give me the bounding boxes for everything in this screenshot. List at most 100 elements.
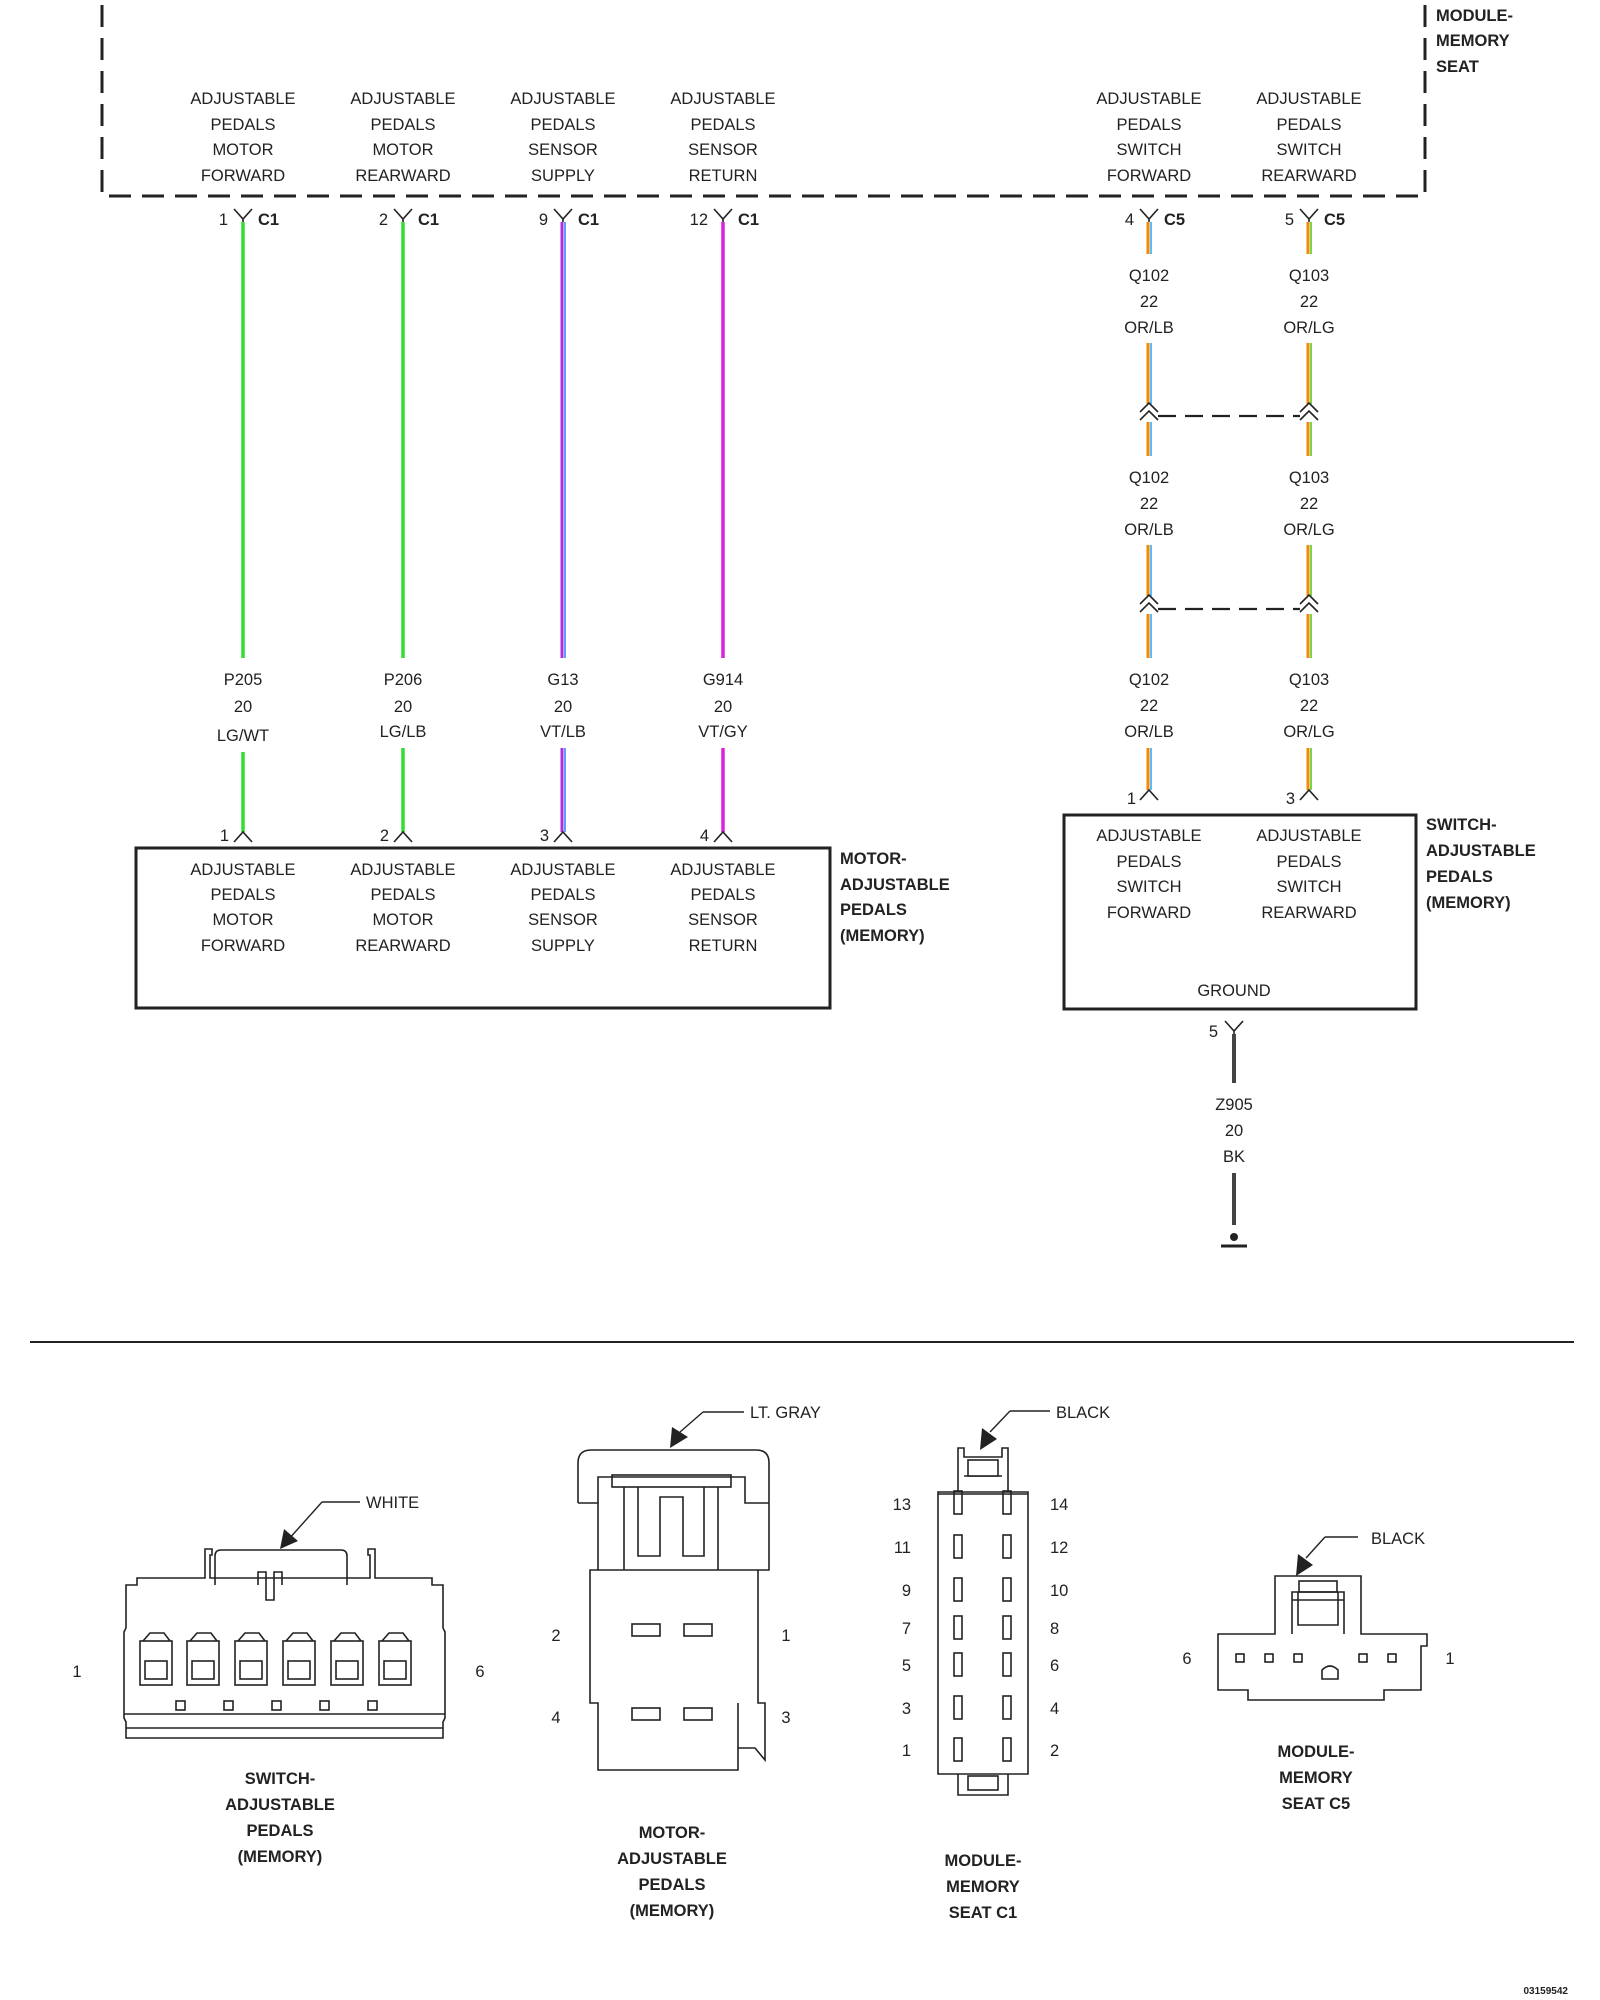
svg-text:PEDALS: PEDALS <box>1116 853 1181 871</box>
ground-icon <box>1230 1233 1238 1241</box>
svg-text:MOTOR: MOTOR <box>372 141 433 159</box>
svg-text:OR/LB: OR/LB <box>1124 319 1174 337</box>
svg-text:14: 14 <box>1050 1496 1068 1514</box>
svg-text:ADJUSTABLE: ADJUSTABLE <box>1256 827 1361 845</box>
switch-wires: Q102 22 OR/LB Q102 22 OR/LB Q102 22 OR/L… <box>1124 208 1335 808</box>
ground-label: GROUND <box>1197 982 1270 1000</box>
connector-view-c1 <box>937 1447 1029 1796</box>
svg-text:RETURN: RETURN <box>689 167 758 185</box>
svg-text:SWITCH-: SWITCH- <box>1426 816 1497 834</box>
svg-text:(MEMORY): (MEMORY) <box>840 927 925 945</box>
svg-text:ADJUSTABLE: ADJUSTABLE <box>350 861 455 879</box>
svg-text:G914: G914 <box>703 671 743 689</box>
module-pin-numbers: 1 C1 2 C1 9 C1 12 C1 4 C5 5 C5 <box>219 211 1345 229</box>
svg-text:PEDALS: PEDALS <box>1276 116 1341 134</box>
svg-text:ADJUSTABLE: ADJUSTABLE <box>350 90 455 108</box>
svg-text:PEDALS: PEDALS <box>1426 868 1493 886</box>
svg-text:ADJUSTABLE: ADJUSTABLE <box>670 861 775 879</box>
svg-text:2: 2 <box>380 827 389 845</box>
svg-text:PEDALS: PEDALS <box>370 886 435 904</box>
svg-text:9: 9 <box>902 1582 911 1600</box>
motor-pin-labels: ADJUSTABLE PEDALS MOTOR FORWARD ADJUSTAB… <box>190 861 775 955</box>
svg-text:1: 1 <box>1445 1650 1454 1668</box>
svg-text:SEAT C5: SEAT C5 <box>1282 1795 1350 1813</box>
svg-text:PEDALS: PEDALS <box>690 886 755 904</box>
svg-text:4: 4 <box>1050 1700 1059 1718</box>
svg-text:Q103: Q103 <box>1289 469 1329 487</box>
svg-text:MODULE-: MODULE- <box>1278 1743 1355 1761</box>
svg-text:G13: G13 <box>547 671 578 689</box>
svg-text:20: 20 <box>234 698 252 716</box>
motor-cavity-1 <box>683 1623 713 1637</box>
switch-adjustable-pedals-outline <box>1062 813 1418 1011</box>
module-memory-seat-title-2: MEMORY <box>1436 32 1510 50</box>
svg-text:22: 22 <box>1300 495 1318 513</box>
svg-text:20: 20 <box>714 698 732 716</box>
svg-text:SWITCH: SWITCH <box>1116 878 1181 896</box>
svg-text:Q102: Q102 <box>1129 671 1169 689</box>
module-c5-terminals <box>1139 208 1319 222</box>
svg-text:MEMORY: MEMORY <box>946 1878 1020 1896</box>
svg-text:Q103: Q103 <box>1289 671 1329 689</box>
wire-p205: P205 20 LG/WT <box>217 222 269 832</box>
wire-p206: P206 20 LG/LB <box>380 222 427 832</box>
svg-text:C1: C1 <box>418 211 439 229</box>
svg-text:Q102: Q102 <box>1129 267 1169 285</box>
svg-text:ADJUSTABLE: ADJUSTABLE <box>225 1796 335 1814</box>
svg-text:(MEMORY): (MEMORY) <box>1426 894 1511 912</box>
svg-text:ADJUSTABLE: ADJUSTABLE <box>1096 827 1201 845</box>
pointer-arrow-icon <box>280 1529 298 1549</box>
svg-text:1: 1 <box>220 827 229 845</box>
wire-g13: G13 20 VT/LB <box>540 222 586 832</box>
svg-text:ADJUSTABLE: ADJUSTABLE <box>670 90 775 108</box>
svg-text:6: 6 <box>475 1663 484 1681</box>
svg-text:LG/LB: LG/LB <box>380 723 427 741</box>
module-pin-label-1: ADJUSTABLE PEDALS MOTOR FORWARD <box>190 90 295 185</box>
pointer-arrow-icon <box>980 1428 997 1450</box>
connector-view-motor-labels: LT. GRAY 2 1 4 3 MOTOR- ADJUSTABLE PEDAL… <box>551 1404 821 1920</box>
svg-text:3: 3 <box>902 1700 911 1718</box>
svg-text:1: 1 <box>219 211 228 229</box>
switch-terminals <box>1139 788 1319 801</box>
svg-text:BLACK: BLACK <box>1056 1404 1110 1422</box>
svg-text:ADJUSTABLE: ADJUSTABLE <box>840 876 950 894</box>
svg-text:2: 2 <box>1050 1742 1059 1760</box>
connector-view-c5 <box>1217 1575 1428 1701</box>
module-memory-seat-title-3: SEAT <box>1436 58 1479 76</box>
module-pin-label-9: ADJUSTABLE PEDALS SENSOR SUPPLY <box>510 90 615 185</box>
svg-text:SENSOR: SENSOR <box>688 141 758 159</box>
svg-text:FORWARD: FORWARD <box>1107 167 1191 185</box>
connector-view-motor <box>577 1449 770 1771</box>
svg-text:SUPPLY: SUPPLY <box>531 167 595 185</box>
wire-g914: G914 20 VT/GY <box>698 222 748 832</box>
svg-text:P205: P205 <box>224 671 263 689</box>
svg-text:C1: C1 <box>578 211 599 229</box>
svg-text:12: 12 <box>690 211 708 229</box>
svg-text:MOTOR-: MOTOR- <box>639 1824 706 1842</box>
figure-id: 03159542 <box>1524 1986 1569 1997</box>
svg-text:PEDALS: PEDALS <box>1276 853 1341 871</box>
svg-text:MOTOR: MOTOR <box>212 911 273 929</box>
svg-text:C1: C1 <box>258 211 279 229</box>
svg-text:1: 1 <box>902 1742 911 1760</box>
svg-text:PEDALS: PEDALS <box>210 886 275 904</box>
svg-text:REARWARD: REARWARD <box>355 937 450 955</box>
svg-text:SWITCH: SWITCH <box>1116 141 1181 159</box>
svg-text:20: 20 <box>1225 1122 1243 1140</box>
svg-text:1: 1 <box>781 1627 790 1645</box>
connector-view-c5-labels: BLACK 6 1 MODULE- MEMORY SEAT C5 <box>1182 1530 1454 1813</box>
svg-text:SWITCH: SWITCH <box>1276 878 1341 896</box>
svg-text:REARWARD: REARWARD <box>355 167 450 185</box>
svg-text:C1: C1 <box>738 211 759 229</box>
connector-view-c1-labels: BLACK 13 14 11 12 9 10 7 8 5 6 3 4 1 2 M… <box>893 1404 1110 1922</box>
svg-text:MODULE-: MODULE- <box>945 1852 1022 1870</box>
c5-cavities <box>1235 1653 1397 1680</box>
svg-text:9: 9 <box>539 211 548 229</box>
svg-text:P206: P206 <box>384 671 423 689</box>
svg-text:20: 20 <box>394 698 412 716</box>
wire-q103: Q103 22 OR/LG Q103 22 OR/LG Q103 22 OR/L… <box>1283 222 1335 790</box>
svg-text:4: 4 <box>551 1709 560 1727</box>
svg-text:4: 4 <box>1125 211 1134 229</box>
svg-text:6: 6 <box>1050 1657 1059 1675</box>
